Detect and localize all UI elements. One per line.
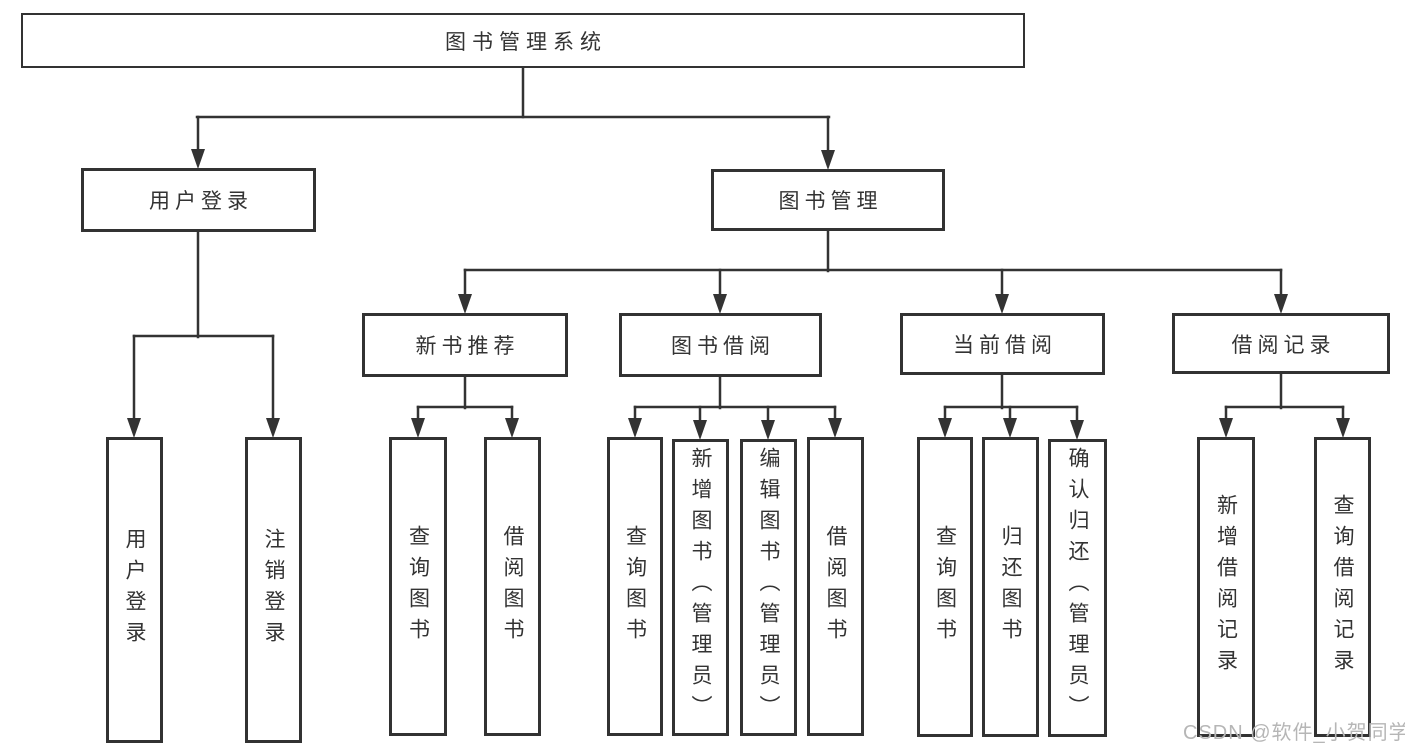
node-label: 图书管理 — [778, 190, 883, 213]
node-label: 查询图书 — [406, 524, 430, 649]
arrow-down-icon — [458, 294, 472, 314]
arrow-down-icon — [411, 418, 425, 438]
node-borrowing-records: 借阅记录 — [1172, 313, 1390, 374]
node-label: 新增借阅记录 — [1214, 494, 1238, 680]
node-label: 用户登录 — [123, 528, 146, 652]
arrow-down-icon — [938, 418, 952, 438]
node-label: 借阅图书 — [824, 524, 847, 649]
arrow-down-icon — [127, 418, 141, 438]
arrow-down-icon — [1274, 294, 1288, 314]
node-user-login: 用户登录 — [81, 168, 316, 232]
node-label: 注销登录 — [262, 528, 285, 652]
arrow-down-icon — [713, 294, 727, 314]
leaf-query-books-recommend: 查询图书 — [389, 437, 447, 736]
leaf-confirm-return-admin: 确认归还（管理员） — [1048, 439, 1107, 737]
node-label: 图书借阅 — [671, 335, 775, 358]
arrow-down-icon — [1070, 420, 1084, 440]
node-label: 新增图书（管理员） — [689, 447, 712, 726]
leaf-edit-books-admin: 编辑图书（管理员） — [740, 439, 797, 736]
arrow-down-icon — [821, 150, 835, 170]
leaf-borrow-books: 借阅图书 — [807, 437, 864, 736]
node-label: 确认归还（管理员） — [1066, 447, 1089, 726]
csdn-watermark: CSDN @软件_小贺同学 — [1183, 722, 1405, 744]
arrow-down-icon — [828, 418, 842, 438]
arrow-down-icon — [995, 294, 1009, 314]
node-new-book-recommendation: 新书推荐 — [362, 313, 568, 377]
node-label: 查询图书 — [933, 525, 957, 649]
node-current-borrowing: 当前借阅 — [900, 313, 1105, 375]
node-book-management: 图书管理 — [711, 169, 945, 231]
node-label: 编辑图书（管理员） — [757, 447, 780, 726]
arrow-down-icon — [693, 420, 707, 440]
leaf-user-login: 用户登录 — [106, 437, 163, 743]
node-label: 新书推荐 — [415, 335, 520, 358]
node-label: 借阅图书 — [501, 524, 524, 649]
node-label: 查询图书 — [623, 524, 647, 649]
arrow-down-icon — [191, 149, 205, 169]
arrow-down-icon — [1219, 418, 1233, 438]
leaf-query-books-borrow: 查询图书 — [607, 437, 663, 736]
leaf-logout: 注销登录 — [245, 437, 302, 743]
node-label: 图书管理系统 — [445, 30, 607, 54]
leaf-query-books-current: 查询图书 — [917, 437, 973, 737]
node-library-management-system: 图书管理系统 — [21, 13, 1025, 68]
arrow-down-icon — [1336, 418, 1350, 438]
leaf-query-borrow-record: 查询借阅记录 — [1314, 437, 1371, 737]
arrow-down-icon — [505, 418, 519, 438]
arrow-down-icon — [1003, 418, 1017, 438]
arrow-down-icon — [266, 418, 280, 438]
node-label: 借阅记录 — [1231, 333, 1336, 357]
node-label: 查询借阅记录 — [1331, 494, 1354, 680]
arrow-down-icon — [628, 418, 642, 438]
leaf-add-borrow-record: 新增借阅记录 — [1197, 437, 1255, 737]
node-label: 当前借阅 — [953, 334, 1057, 357]
node-label: 用户登录 — [149, 190, 253, 213]
node-label: 归还图书 — [999, 525, 1022, 649]
leaf-add-books-admin: 新增图书（管理员） — [672, 439, 729, 736]
node-book-borrowing: 图书借阅 — [619, 313, 822, 377]
leaf-borrow-books-recommend: 借阅图书 — [484, 437, 541, 736]
arrow-down-icon — [761, 420, 775, 440]
leaf-return-books: 归还图书 — [982, 437, 1039, 737]
